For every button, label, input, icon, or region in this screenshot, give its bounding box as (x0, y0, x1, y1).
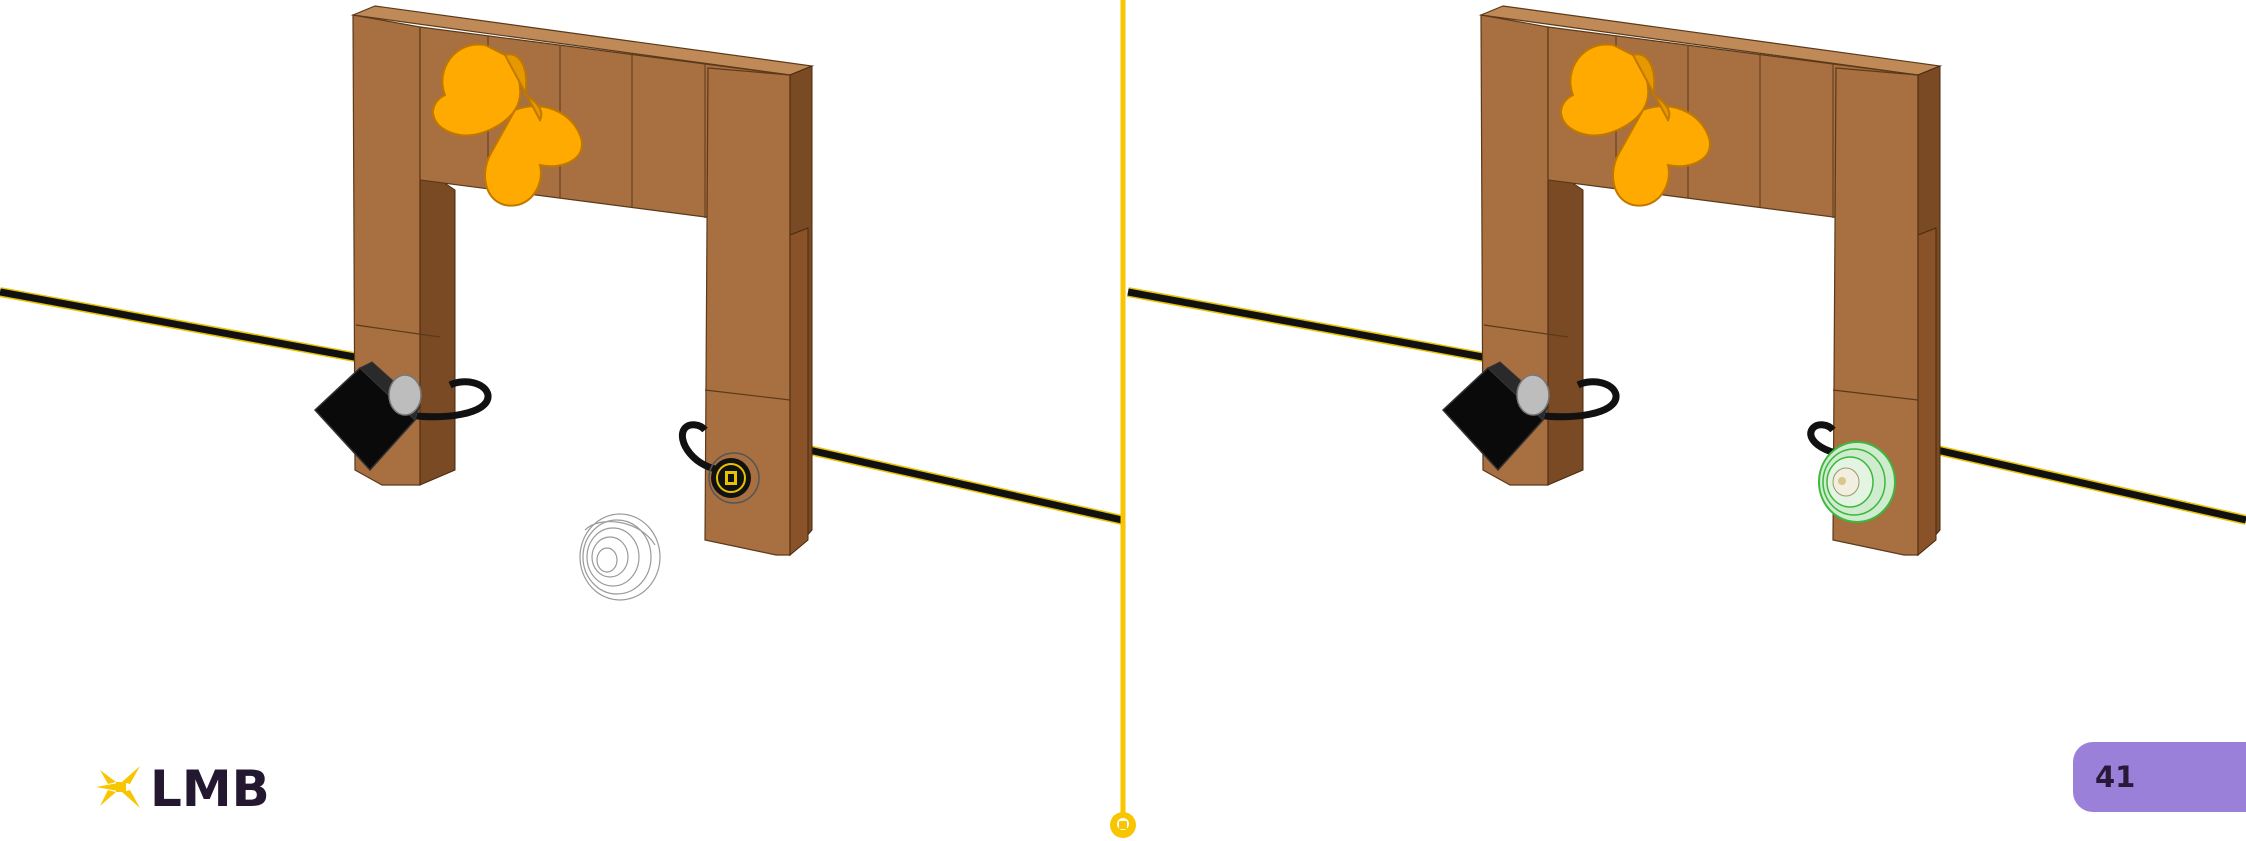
panel-before (0, 6, 1122, 600)
lmb-logo: LMB (96, 762, 336, 814)
panel-after (1128, 6, 2246, 555)
divider-end-marker (1110, 812, 1136, 838)
page-number: 41 (2095, 760, 2135, 794)
logo-text: LMB (150, 762, 270, 814)
page-number-badge: 41 (2073, 742, 2246, 812)
ghost-ring-part-icon (580, 514, 660, 600)
logo-star-icon (96, 766, 140, 808)
round-sensor-highlighted-icon (1819, 442, 1895, 522)
